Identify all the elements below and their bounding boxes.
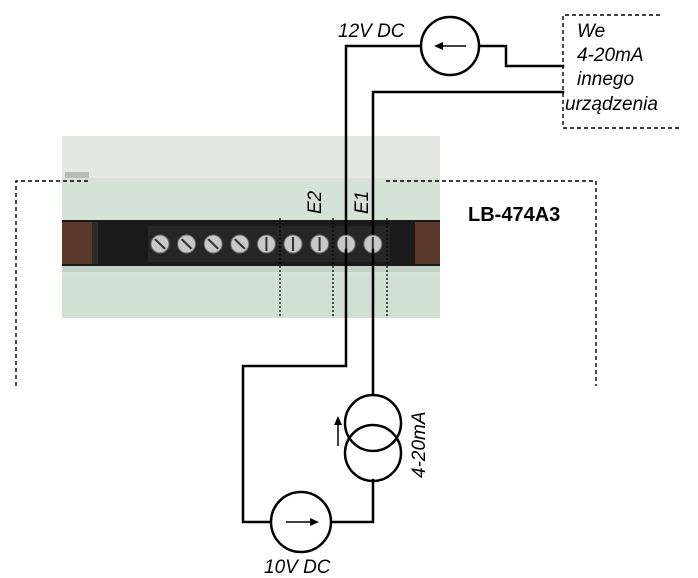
- external-device-line-2: 4-20mA: [577, 45, 644, 66]
- terminal-screws: [150, 234, 383, 254]
- external-device-line-3: innego: [577, 69, 634, 90]
- external-device-box: [562, 14, 680, 129]
- terminal-screw: [336, 234, 356, 254]
- device-module: [62, 136, 440, 318]
- arrow-right-icon: [286, 518, 319, 526]
- input-e1-label: E1: [352, 191, 373, 214]
- wire-external-to-e1: [371, 90, 565, 236]
- wire-12v-to-external: [476, 44, 565, 68]
- top-dc-source: [419, 15, 481, 77]
- external-device-line-4: urządzenia: [565, 94, 658, 115]
- terminal-strip-left-end: [62, 222, 92, 264]
- module-top-face: [62, 136, 440, 184]
- terminal-screw: [256, 234, 276, 254]
- arrow-up-icon: [334, 416, 342, 446]
- terminal-screw: [363, 234, 383, 254]
- terminal-screw: [283, 234, 303, 254]
- transmitter-label: 4-20mA: [409, 411, 430, 478]
- wire-12v-to-e2: [344, 44, 424, 236]
- input-e2-label: E2: [305, 190, 326, 214]
- arrow-left-icon: [434, 42, 466, 50]
- terminal-screw: [310, 234, 330, 254]
- current-transmitter: [334, 393, 403, 483]
- terminal-screw: [150, 234, 170, 254]
- wires: [241, 44, 565, 524]
- terminal-strip-left-edge: [92, 222, 98, 264]
- module-latch: [65, 172, 89, 178]
- module-edge-shadow: [62, 266, 440, 272]
- terminal-screw: [177, 234, 197, 254]
- wire-transmitter-to-10v: [330, 478, 375, 524]
- terminal-strip-right-end: [415, 222, 440, 264]
- device-name-label: LB-474A3: [468, 204, 560, 226]
- top-source-label: 12V DC: [338, 21, 405, 42]
- bottom-dc-source: [269, 490, 333, 554]
- input-separators: [279, 218, 388, 316]
- bottom-source-label: 10V DC: [264, 557, 331, 578]
- external-device-line-1: We: [577, 21, 605, 42]
- wire-10v-to-e2: [241, 248, 348, 524]
- terminal-screw: [203, 234, 223, 254]
- module-lower-panel: [62, 276, 440, 318]
- terminal-screw: [230, 234, 250, 254]
- device-enclosure-outline: [15, 180, 597, 386]
